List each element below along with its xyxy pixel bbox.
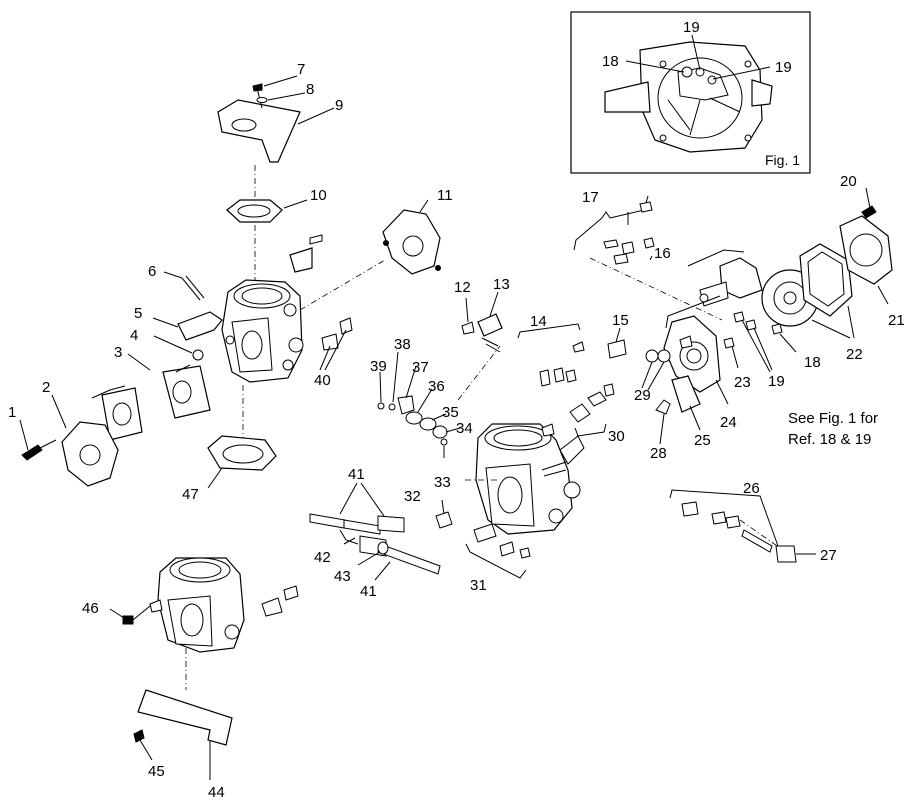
part-44-bracket <box>137 689 233 746</box>
carburetor-upper-left <box>19 75 441 489</box>
callout-28: 28 <box>650 445 667 462</box>
fuel-lines <box>309 482 441 581</box>
callout-27: 27 <box>820 547 837 564</box>
callout-46: 46 <box>82 600 99 617</box>
callout-16: 16 <box>654 245 671 262</box>
callout-2: 2 <box>42 379 50 396</box>
callout-9: 9 <box>335 97 343 114</box>
callout-31: 31 <box>470 577 487 594</box>
callout-6: 6 <box>148 263 156 280</box>
callout-4: 4 <box>130 327 138 344</box>
callout-26: 26 <box>743 480 760 497</box>
part-9-plate <box>217 99 301 163</box>
carburetor-lower-left <box>109 557 299 780</box>
cable-assembly <box>669 489 816 563</box>
callout-20: 20 <box>840 173 857 190</box>
callout-15: 15 <box>612 312 629 329</box>
callout-13: 13 <box>493 276 510 293</box>
callout-25: 25 <box>694 432 711 449</box>
callout-41-bottom: 41 <box>360 583 377 600</box>
part-5-hose <box>177 311 223 341</box>
note-line-1: See Fig. 1 for <box>788 410 878 427</box>
callout-29: 29 <box>634 387 651 404</box>
inset-fig-1: 18 19 19 Fig. 1 <box>570 11 811 174</box>
assembly-right <box>573 187 893 445</box>
inset-figure-label: Fig. 1 <box>765 152 800 168</box>
callout-7: 7 <box>297 61 305 78</box>
carburetor-center <box>377 291 615 579</box>
callout-17: 17 <box>582 189 599 206</box>
callout-47: 47 <box>182 486 199 503</box>
callout-14: 14 <box>530 313 547 330</box>
callout-labels: 1 2 3 4 5 6 7 8 9 10 11 12 13 14 15 16 1… <box>8 61 905 801</box>
callout-24: 24 <box>720 414 737 431</box>
callout-10: 10 <box>310 187 327 204</box>
callout-23: 23 <box>734 374 751 391</box>
callout-43: 43 <box>334 568 351 585</box>
callout-39: 39 <box>370 358 387 375</box>
callout-12: 12 <box>454 279 471 296</box>
callout-37: 37 <box>412 359 429 376</box>
callout-22: 22 <box>846 346 863 363</box>
callout-18: 18 <box>804 354 821 371</box>
callout-34: 34 <box>456 420 473 437</box>
inset-callout-19-top: 19 <box>683 19 700 36</box>
note-line-2: Ref. 18 & 19 <box>788 431 871 448</box>
callout-41-top: 41 <box>348 466 365 483</box>
callout-30: 30 <box>608 428 625 445</box>
callout-32: 32 <box>404 488 421 505</box>
callout-8: 8 <box>306 81 314 98</box>
callout-5: 5 <box>134 305 142 322</box>
callout-1: 1 <box>8 404 16 421</box>
callout-40: 40 <box>314 372 331 389</box>
callout-45: 45 <box>148 763 165 780</box>
callout-19: 19 <box>768 373 785 390</box>
callout-3: 3 <box>114 344 122 361</box>
reference-note: See Fig. 1 for Ref. 18 & 19 <box>788 410 878 448</box>
inset-callout-19-right: 19 <box>775 59 792 76</box>
callout-44: 44 <box>208 784 225 801</box>
callout-21: 21 <box>888 312 905 329</box>
callout-36: 36 <box>428 378 445 395</box>
callout-11: 11 <box>437 187 453 204</box>
callout-33: 33 <box>434 474 451 491</box>
callout-38: 38 <box>394 336 411 353</box>
inset-callout-18: 18 <box>602 53 619 70</box>
callout-35: 35 <box>442 404 459 421</box>
callout-42: 42 <box>314 549 331 566</box>
